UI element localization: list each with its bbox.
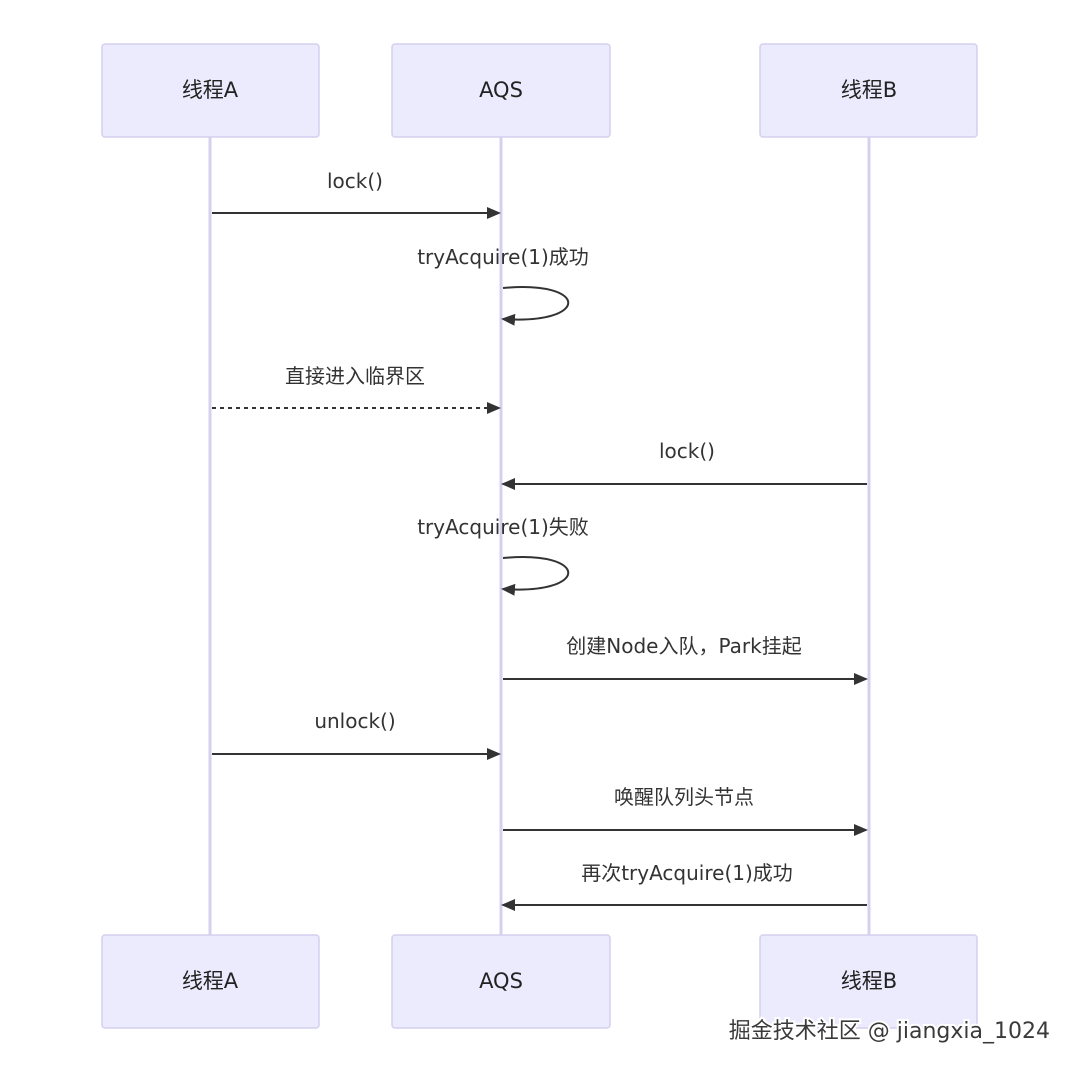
message-label: 唤醒队列头节点 [614, 785, 754, 809]
watermark-text: 掘金技术社区 @ jiangxia_1024 [729, 1019, 1050, 1044]
message-enqueue-park: 创建Node入队，Park挂起 [503, 634, 868, 685]
message-label: lock() [327, 169, 383, 193]
message-label: 创建Node入队，Park挂起 [566, 634, 801, 658]
message-label: tryAcquire(1)失败 [417, 515, 589, 539]
participant-label: 线程B [841, 78, 897, 102]
participant-top-aqs: AQS [391, 43, 611, 138]
participant-bottom-aqs: AQS [391, 934, 611, 1029]
message-label: 再次tryAcquire(1)成功 [581, 861, 793, 885]
participant-top-thread-a: 线程A [101, 43, 320, 138]
participant-label: 线程A [182, 969, 239, 993]
participant-bottom-thread-b: 线程B [759, 934, 978, 1029]
participant-bottom-thread-a: 线程A [101, 934, 320, 1029]
message-retry-acquire-success: 再次tryAcquire(1)成功 [501, 861, 867, 911]
message-wake-head: 唤醒队列头节点 [503, 785, 868, 836]
message-enter-critical-section: 直接进入临界区 [212, 364, 501, 414]
participant-label: 线程B [841, 969, 897, 993]
message-lock-a: lock() [212, 169, 501, 219]
participant-label: AQS [479, 969, 523, 993]
message-label: 直接进入临界区 [285, 364, 425, 388]
message-label: tryAcquire(1)成功 [417, 245, 589, 269]
message-unlock: unlock() [212, 709, 501, 760]
message-lock-b: lock() [501, 439, 867, 490]
self-loop-arrow [501, 556, 569, 596]
message-label: lock() [659, 439, 715, 463]
participant-label: 线程A [182, 78, 239, 102]
participant-label: AQS [479, 78, 523, 102]
participant-top-thread-b: 线程B [759, 43, 978, 138]
message-label: unlock() [314, 709, 395, 733]
message-try-acquire-fail: tryAcquire(1)失败 [417, 515, 589, 596]
message-try-acquire-success: tryAcquire(1)成功 [417, 245, 589, 326]
self-loop-arrow [501, 286, 569, 326]
